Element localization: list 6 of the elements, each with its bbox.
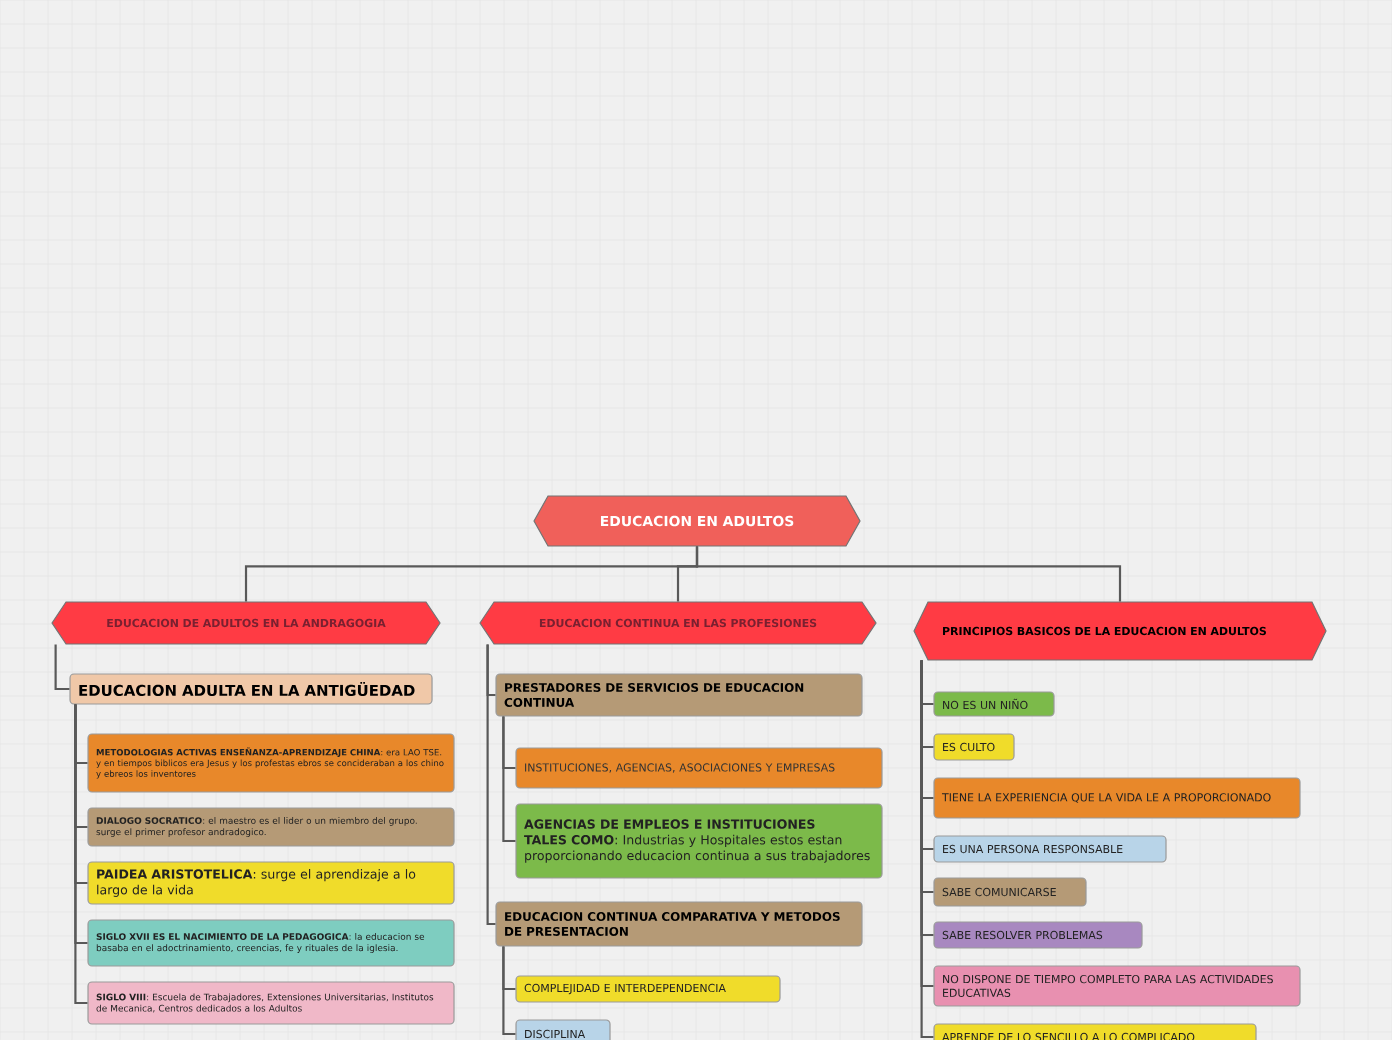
connector-line xyxy=(54,644,70,691)
connector-line xyxy=(502,946,516,1036)
connector-line xyxy=(74,704,88,1005)
connector-line xyxy=(502,716,516,843)
connector-line xyxy=(695,546,1122,602)
connector-line xyxy=(486,644,496,926)
